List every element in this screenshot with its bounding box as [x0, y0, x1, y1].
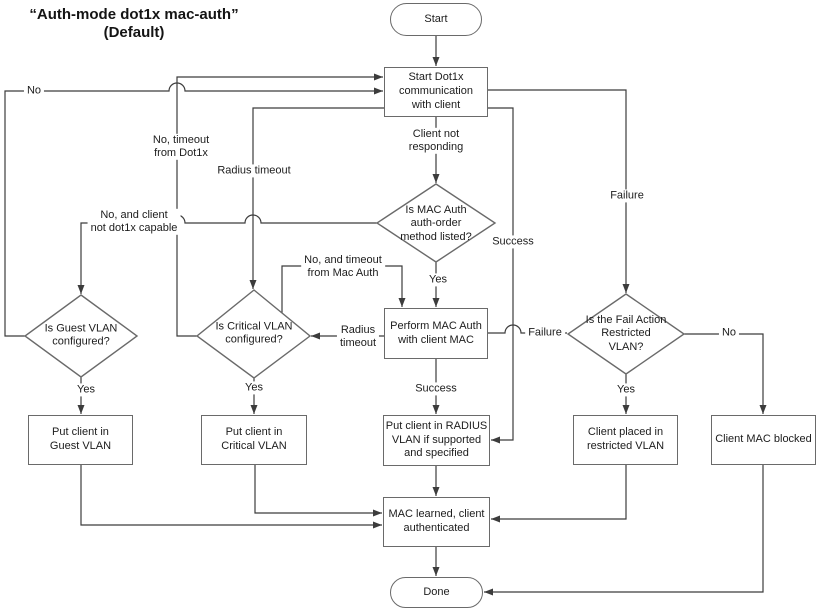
edge-label-no-client-not-dot1x: No, and client not dot1x capable: [87, 208, 181, 236]
edge-blocked-to-done: [484, 465, 764, 596]
edge-label-critical-yes: Yes: [242, 381, 266, 395]
edge-label-no-timeout-mac: No, and timeout from Mac Auth: [301, 253, 385, 281]
edge-label-failure-dot1x: Failure: [607, 189, 647, 203]
edge-macauth-failure: [488, 324, 567, 337]
node-put-radius-vlan: Put client in RADIUS VLAN if supported a…: [383, 415, 490, 466]
edge-dot1x-failure: [488, 89, 630, 293]
diamond-fail-action: [566, 293, 686, 375]
edge-critical-no-timeout-dot1x: [176, 73, 383, 337]
node-mac-learned: MAC learned, client authenticated: [383, 497, 490, 547]
edge-guest-no-loop: [4, 82, 383, 337]
edge-dot1x-radius-timeout: [249, 107, 384, 289]
edge-label-radius-timeout: Radius timeout: [214, 164, 294, 178]
node-perform-mac-auth: Perform MAC Auth with client MAC: [384, 308, 488, 359]
node-done: Done: [390, 577, 483, 608]
diamond-guest-vlan: [23, 294, 139, 378]
diamond-mac-auth-order: [375, 183, 497, 263]
edge-label-failure-mac: Failure: [525, 326, 565, 340]
node-put-guest-vlan: Put client in Guest VLAN: [28, 415, 133, 465]
node-restricted-vlan: Client placed in restricted VLAN: [573, 415, 678, 465]
edge-label-no-timeout-dot1x: No, timeout from Dot1x: [149, 133, 213, 161]
edge-dot1x-success: [488, 107, 514, 444]
edge-restricted-to-learned: [491, 465, 627, 523]
node-start: Start: [390, 3, 482, 36]
label-critical-vlan: Is Critical VLAN configured?: [215, 320, 293, 346]
node-put-critical-vlan: Put client in Critical VLAN: [201, 415, 307, 465]
edge-label-success-dot1x: Success: [489, 235, 537, 249]
edge-label-fail-action-yes: Yes: [614, 383, 638, 397]
node-start-dot1x: Start Dot1x communication with client: [384, 67, 488, 117]
label-guest-vlan: Is Guest VLAN configured?: [44, 322, 118, 348]
label-mac-auth-order: Is MAC Auth auth-order method listed?: [400, 203, 472, 243]
edge-label-guest-yes: Yes: [74, 383, 98, 397]
edge-guestvlan-to-learned: [80, 465, 382, 529]
diagram-title-line1: “Auth-mode dot1x mac-auth”: [29, 6, 239, 23]
diamond-critical-vlan: [195, 289, 312, 379]
node-mac-blocked: Client MAC blocked: [711, 415, 816, 465]
edge-label-success-mac: Success: [412, 382, 460, 396]
edge-label-yes-mac-auth: Yes: [426, 273, 450, 287]
label-fail-action: Is the Fail Action Restricted VLAN?: [585, 313, 667, 353]
edge-label-radius-timeout-mac: Radius timeout: [336, 323, 380, 351]
edge-label-no: No: [23, 84, 45, 98]
edge-failaction-no: [684, 333, 767, 414]
edge-criticalvlan-to-learned: [254, 465, 382, 517]
diagram-title: “Auth-mode dot1x mac-auth” (Default): [12, 6, 256, 41]
edge-label-fail-action-no: No: [718, 326, 740, 340]
diagram-title-line2: (Default): [103, 23, 165, 41]
edge-label-client-not-responding: Client not responding: [405, 127, 467, 155]
